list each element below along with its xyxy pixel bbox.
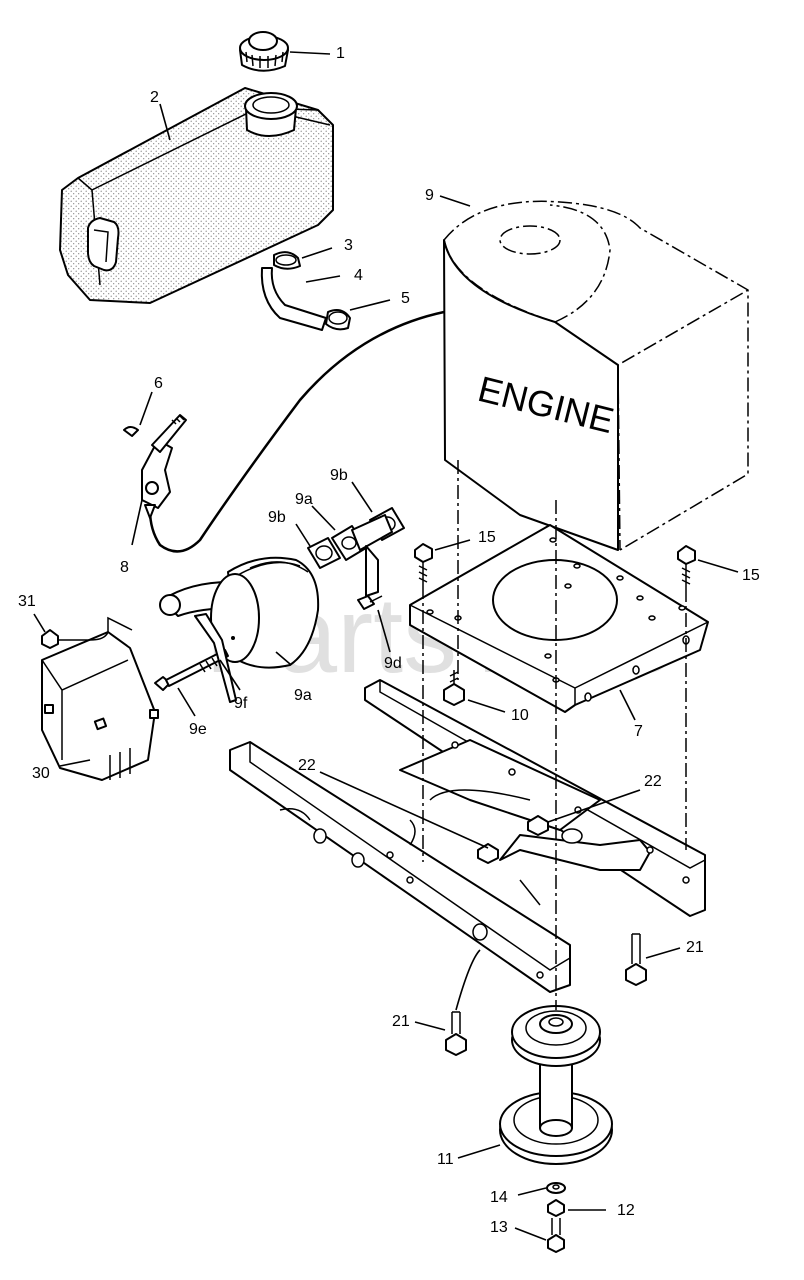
callouts: 1 2 3 4 5 6 7 8 9 9a 9a 9b 9b 9d 9e 9f 1… [18, 45, 760, 1236]
throttle-cable [148, 310, 445, 553]
callout-1: 1 [336, 45, 345, 62]
callout-4: 4 [354, 267, 363, 284]
callout-2: 2 [150, 89, 159, 106]
pulley-assembly [499, 1005, 613, 1165]
callout-10: 10 [511, 707, 529, 724]
callout-9b-right: 9b [330, 467, 348, 484]
callout-6: 6 [154, 375, 163, 392]
callout-3: 3 [344, 237, 353, 254]
callout-9a-muffler: 9a [294, 687, 312, 704]
callout-9: 9 [425, 187, 434, 204]
callout-9f: 9f [234, 695, 248, 712]
callout-31: 31 [18, 593, 36, 610]
callout-21-left: 21 [392, 1013, 410, 1030]
exhaust-pipe [331, 514, 393, 597]
shield-nut [41, 629, 109, 649]
callout-7: 7 [634, 723, 643, 740]
heat-shield [41, 616, 159, 781]
callout-5: 5 [401, 290, 410, 307]
muffler-fasteners [154, 595, 383, 703]
engine-mount-plate [409, 524, 709, 713]
callout-15-right: 15 [742, 567, 760, 584]
callout-11: 11 [437, 1151, 454, 1168]
fuel-tank [59, 87, 334, 304]
muffler [159, 556, 320, 669]
plate-bolts [414, 543, 696, 588]
callout-13: 13 [490, 1219, 508, 1236]
pulley-hardware [546, 1182, 566, 1253]
callout-12: 12 [617, 1202, 635, 1219]
callout-15-left: 15 [478, 529, 496, 546]
callout-21-right: 21 [686, 939, 704, 956]
callout-14: 14 [490, 1189, 508, 1206]
throttle-control [123, 414, 187, 519]
plate-bolt-center [443, 670, 465, 706]
frame-holes [313, 741, 690, 979]
pulley-bolts [445, 933, 647, 1056]
callout-9d: 9d [384, 655, 402, 672]
fuel-cap [239, 31, 289, 72]
fuel-hose [260, 251, 351, 331]
callout-22-left: 22 [298, 757, 316, 774]
callout-22-right: 22 [644, 773, 662, 790]
frame-nuts [477, 815, 549, 864]
callout-9a-gasket: 9a [295, 491, 313, 508]
callout-30: 30 [32, 765, 50, 782]
callout-9e: 9e [189, 721, 207, 738]
leader-lines [33, 51, 739, 1241]
frame [229, 679, 706, 993]
callout-9b-left: 9b [268, 509, 286, 526]
engine: ENGINE [443, 200, 749, 551]
alignment-lines [422, 460, 687, 1010]
callout-8: 8 [120, 559, 129, 576]
